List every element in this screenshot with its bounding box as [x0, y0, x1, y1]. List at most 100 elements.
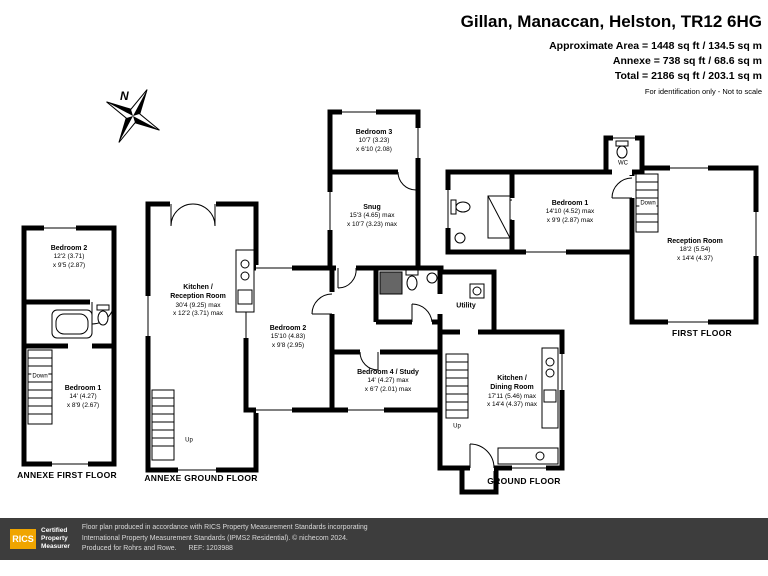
- room-dim: 12'2 (3.71): [53, 253, 85, 261]
- rics-certified-line: Measurer: [41, 543, 70, 551]
- stairs-label-annexe-up: Up: [184, 437, 194, 445]
- room-name: Kitchen /: [183, 284, 213, 292]
- rics-certified-line: Certified: [41, 526, 68, 534]
- footer: RICS Certified Property Measurer Floor p…: [0, 518, 768, 560]
- toilet-icon: [450, 199, 457, 215]
- stairs-label-first-down: Down: [639, 200, 657, 208]
- oven-icon: [543, 389, 557, 403]
- room-label-utility: Utility: [456, 301, 475, 310]
- room-label-snug: Snug 15'3 (4.65) max x 10'7 (3.23) max: [347, 203, 397, 229]
- compass-icon: N: [106, 89, 160, 143]
- room-label-annexe-bedroom1: Bedroom 1 14' (4.27) x 8'9 (2.67): [65, 384, 102, 410]
- sink-icon: [240, 259, 250, 269]
- room-label-ground-bedroom2: Bedroom 2 15'10 (4.83) x 9'8 (2.95): [270, 324, 307, 350]
- room-name: Reception Room: [667, 237, 723, 245]
- room-dim: 14' (4.27): [69, 393, 97, 401]
- ground-floor-porch-outline: [459, 465, 499, 495]
- toilet-icon: [405, 269, 419, 276]
- room-dim: x 9'9 (2.87) max: [546, 216, 594, 224]
- room-dim: x 12'2 (3.71) max: [172, 310, 223, 318]
- footer-disclaimer: Floor plan produced in accordance with R…: [82, 523, 368, 555]
- kitchen-counter-icon: [497, 447, 559, 465]
- room-dim: 15'10 (4.83): [270, 333, 306, 341]
- room-dim: 14' (4.27) max: [367, 377, 409, 385]
- floor-label-ground: GROUND FLOOR: [487, 476, 561, 486]
- exterior-walls: [21, 109, 759, 495]
- basin-icon: [426, 272, 438, 284]
- first-floor-bedroom-wing-outline: [445, 169, 635, 255]
- interior-walls: [24, 169, 515, 410]
- room-name: Reception Room: [170, 293, 226, 301]
- room-dim: x 8'9 (2.67): [66, 401, 100, 409]
- room-label-wc: WC: [617, 160, 629, 168]
- room-dim: x 14'4 (4.37): [677, 254, 713, 262]
- floor-label-first: FIRST FLOOR: [672, 328, 732, 338]
- toilet-icon: [455, 201, 471, 213]
- footer-line: Produced for Rohrs and Rowe. REF: 120398…: [82, 544, 368, 555]
- sink-icon: [240, 271, 250, 281]
- compass-north-label: N: [120, 89, 129, 103]
- room-label-annexe-kitchen-reception: Kitchen / Reception Room 30'4 (9.25) max…: [170, 283, 226, 319]
- washing-machine-icon: [472, 286, 482, 296]
- area-total: Total = 2186 sq ft / 203.1 sq m: [614, 70, 762, 82]
- doors: [91, 169, 635, 471]
- fixtures: [51, 140, 629, 465]
- stairs: [27, 173, 659, 461]
- room-name: Snug: [363, 203, 381, 211]
- room-dim: x 10'7 (3.23) max: [346, 220, 398, 228]
- stairs-label-annexe-down: Down: [31, 373, 49, 381]
- hob-icon: [237, 289, 253, 305]
- toilet-icon: [97, 310, 109, 326]
- footer-ref: REF: 1203988: [188, 545, 233, 553]
- room-label-reception: Reception Room 18'2 (5.54) x 14'4 (4.37): [667, 237, 723, 263]
- footer-line: International Property Measurement Stand…: [81, 534, 348, 542]
- room-dim: x 9'8 (2.95): [271, 341, 305, 349]
- header: Gillan, Manaccan, Helston, TR12 6HG Appr…: [461, 12, 762, 96]
- room-dim: 30'4 (9.25) max: [175, 302, 221, 309]
- room-name: Kitchen /: [497, 375, 527, 383]
- windows: [44, 109, 759, 473]
- room-name: Bedroom 1: [551, 199, 589, 207]
- room-dim: x 14'4 (4.37) max: [486, 401, 538, 409]
- room-name: Dining Room: [490, 384, 534, 392]
- floor-label-annexe-first: ANNEXE FIRST FLOOR: [17, 470, 117, 480]
- area-annexe: Annexe = 738 sq ft / 68.6 sq m: [612, 55, 762, 67]
- toilet-icon: [615, 140, 629, 147]
- footer-produced-for: Produced for Rohrs and Rowe.: [81, 545, 177, 553]
- ground-floor-kitchen-wing-outline: [437, 269, 565, 471]
- room-dim: x 6'7 (2.01) max: [364, 385, 412, 393]
- sink-icon: [545, 368, 555, 378]
- cupboard-icon: [487, 195, 511, 239]
- rics-certified-label: Certified Property Measurer: [41, 527, 70, 551]
- sink-icon: [535, 451, 545, 461]
- toilet-icon: [406, 275, 418, 291]
- sink-icon: [545, 357, 555, 367]
- toilet-icon: [616, 145, 628, 159]
- room-dim: 10'7 (3.23): [358, 137, 390, 145]
- room-label-kitchen-dining: Kitchen / Dining Room 17'11 (5.46) max x…: [487, 374, 537, 410]
- room-dim: x 9'5 (2.87): [52, 261, 86, 269]
- room-name: Bedroom 1: [64, 384, 102, 392]
- kitchen-counter-icon: [541, 347, 559, 429]
- room-label-bedroom4-study: Bedroom 4 / Study 14' (4.27) max x 6'7 (…: [357, 368, 419, 394]
- room-name: Bedroom 3: [355, 128, 393, 136]
- page-title: Gillan, Manaccan, Helston, TR12 6HG: [460, 12, 762, 31]
- room-name: Bedroom 2: [50, 244, 88, 252]
- basin-icon: [454, 232, 466, 244]
- room-label-bedroom3: Bedroom 3 10'7 (3.23) x 6'10 (2.08): [356, 128, 393, 154]
- room-dim: 15'3 (4.65) max: [349, 212, 395, 220]
- room-name: Bedroom 4 / Study: [357, 368, 419, 376]
- bath-inner-icon: [55, 313, 89, 335]
- toilet-icon: [96, 304, 110, 311]
- room-label-annexe-bedroom2: Bedroom 2 12'2 (3.71) x 9'5 (2.87): [51, 244, 88, 270]
- footer-line: Floor plan produced in accordance with R…: [81, 523, 368, 531]
- room-name: Bedroom 2: [269, 324, 307, 332]
- room-dim: 18'2 (5.54): [679, 246, 711, 254]
- room-dim: x 6'10 (2.08): [356, 145, 392, 153]
- floor-label-annexe-ground: ANNEXE GROUND FLOOR: [144, 473, 258, 483]
- rics-certification: RICS Certified Property Measurer: [10, 527, 70, 551]
- identification-disclaimer: For identification only - Not to scale: [644, 87, 762, 96]
- rics-certified-line: Property: [41, 534, 68, 542]
- stairs-label-ground-up: Up: [452, 423, 462, 431]
